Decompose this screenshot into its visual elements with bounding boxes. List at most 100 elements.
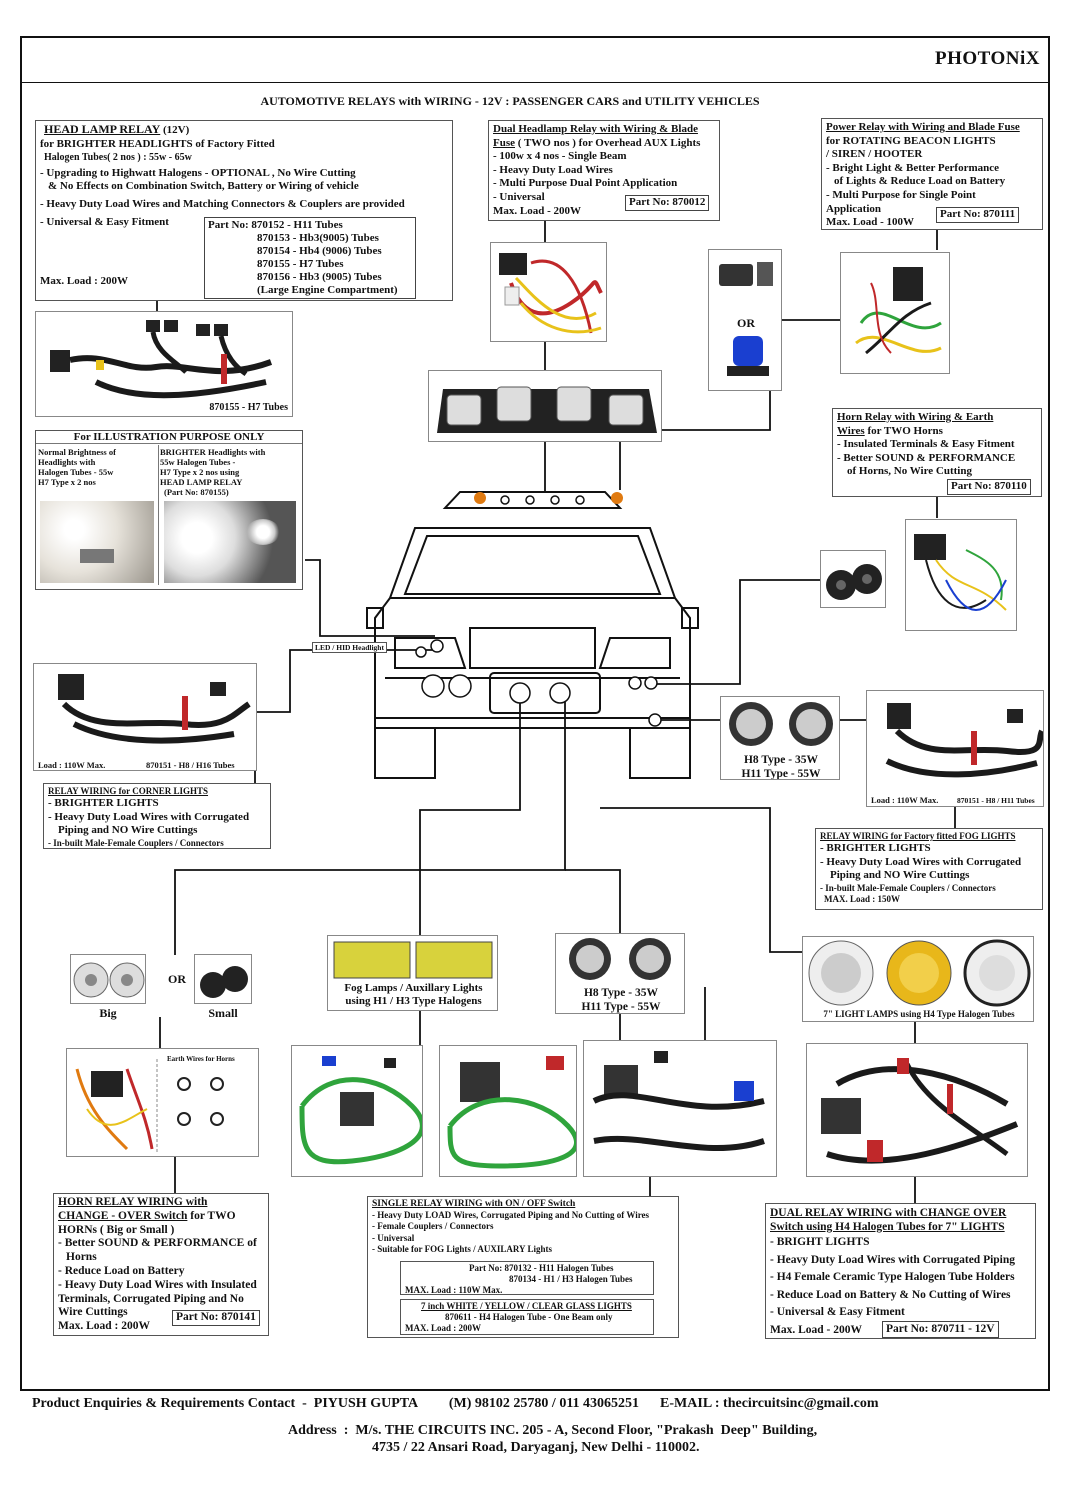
- horn-wiring-max-load: Max. Load : 200W: [58, 1320, 150, 1332]
- headlamp-line4: & No Effects on Combination Switch, Batt…: [48, 180, 359, 193]
- horn-relay-part: Part No: 870110: [947, 479, 1031, 495]
- headlamp-line3: - Upgrading to Highwatt Halogens - OPTIO…: [40, 166, 356, 179]
- headlamp-line6: - Universal & Easy Fitment: [40, 215, 169, 228]
- dual-relay-line-0: - BRIGHT LIGHTS: [770, 1236, 870, 1248]
- horn-wiring-part: Part No: 870141: [172, 1310, 260, 1326]
- illustration-right-1: 55w Halogen Tubes -: [160, 457, 236, 467]
- fog-lamps-caption: Fog Lamps / Auxillary Lights using H1 / …: [328, 982, 497, 1008]
- headlamp-part-0: Part No: 870152 - H11 Tubes: [208, 219, 343, 231]
- horn-wiring-heading2-rest: for TWO: [190, 1209, 236, 1222]
- corner-harness-illustration: [58, 674, 251, 744]
- dual-headlamp-part: Part No: 870012: [625, 195, 710, 211]
- horn-wiring-line-3: - Reduce Load on Battery: [58, 1264, 185, 1277]
- headlamp-heading: HEAD LAMP RELAY: [44, 122, 161, 136]
- fog-lamps-caption-0: Fog Lamps / Auxillary Lights: [344, 982, 483, 994]
- fog-lamp-pair-image-2: H8 Type - 35W H11 Type - 55W: [555, 933, 685, 1014]
- horn-wiring-line-2: Horns: [66, 1251, 97, 1264]
- big-horn-illustration: [73, 962, 145, 998]
- horn-wiring-image: Earth Wires for Horns: [66, 1048, 259, 1157]
- fog-lamps-caption-1: using H1 / H3 Type Halogens: [345, 995, 482, 1007]
- fog-type2-line1: H8 Type - 35W: [583, 987, 658, 999]
- horn-relay-line-0: - Insulated Terminals & Easy Fitment: [837, 438, 1015, 451]
- single-relay-heading: SINGLE RELAY WIRING with ON / OFF Switch: [372, 1199, 576, 1209]
- big-horn-image: [70, 954, 146, 1004]
- small-horn-illustration: [200, 966, 248, 998]
- headlamp-part-3: 870155 - H7 Tubes: [257, 258, 344, 270]
- power-relay-part: Part No: 870111: [936, 207, 1020, 223]
- headlamp-max-load: Max. Load : 200W: [40, 275, 128, 287]
- power-relay-line-1: / SIREN / HOOTER: [826, 148, 923, 161]
- seven-inch-sub-max: MAX. Load : 200W: [405, 1323, 481, 1334]
- horn-wiring-heading1: HORN RELAY WIRING with: [58, 1196, 208, 1208]
- corner-harness-image: Load : 110W Max. 870151 - H8 / H16 Tubes: [33, 663, 257, 771]
- dual-headlamp-max-load: Max. Load - 200W: [493, 204, 581, 217]
- horn-relay-line-2: of Horns, No Wire Cutting: [847, 465, 972, 478]
- seven-inch-sub-heading: 7 inch WHITE / YELLOW / CLEAR GLASS LIGH…: [421, 1301, 632, 1311]
- factory-fog-line-3: - In-built Male-Female Couplers / Connec…: [820, 882, 996, 893]
- power-relay-line-5: Application: [826, 202, 882, 215]
- fog-type2-line2: H11 Type - 55W: [581, 1001, 661, 1013]
- footer-contact: Product Enquiries & Requirements Contact…: [32, 1396, 879, 1411]
- footer-address: Address : M/s. THE CIRCUITS INC. 205 - A…: [288, 1422, 817, 1456]
- fog-type-line2: H11 Type - 55W: [741, 768, 821, 780]
- dual-headlamp-box: Dual Headlamp Relay with Wiring & Blade …: [488, 120, 720, 221]
- single-relay-parts-box: Part No: 870132 - H11 Halogen Tubes 8701…: [400, 1261, 654, 1295]
- siren-beacon-illustration: [719, 262, 773, 376]
- dual-relay-wiring-illustration: [821, 1058, 1019, 1164]
- illustration-right-4: (Part No: 870155): [164, 487, 229, 497]
- horn-wiring-line-6: Wire Cuttings: [58, 1306, 128, 1319]
- factory-fog-load: Load : 110W Max.: [871, 795, 939, 805]
- dual-relay-heading2: Switch using H4 Halogen Tubes for 7" LIG…: [770, 1221, 1005, 1233]
- factory-fog-harness-image: Load : 110W Max. 870151 - H8 / H11 Tubes: [866, 690, 1044, 807]
- illustration-left-3: H7 Type x 2 nos: [38, 477, 96, 487]
- corner-line-3: - In-built Male-Female Couplers / Connec…: [48, 837, 224, 848]
- horn-relay-heading1: Horn Relay with Wiring & Earth: [837, 411, 994, 423]
- corner-line-1: - Heavy Duty Load Wires with Corrugated: [48, 810, 250, 823]
- light-bar-image: [428, 370, 662, 442]
- headlamp-harness-image: 870155 - H7 Tubes: [35, 311, 293, 417]
- corner-line-0: - BRIGHTER LIGHTS: [48, 797, 159, 809]
- headlamp-line1: for BRIGHTER HEADLIGHTS of Factory Fitte…: [40, 137, 275, 150]
- fog-types2-caption: H8 Type - 35W H11 Type - 55W: [556, 986, 684, 1013]
- corner-line-2: Piping and NO Wire Cuttings: [58, 824, 198, 836]
- dual-relay-line-2: - H4 Female Ceramic Type Halogen Tube Ho…: [770, 1271, 1015, 1283]
- dual-relay-max-load: Max. Load - 200W: [770, 1324, 862, 1336]
- power-relay-heading: Power Relay with Wiring and Blade Fuse: [826, 121, 1020, 133]
- single-relay-image-2: [439, 1045, 577, 1177]
- horns-illustration: [826, 564, 882, 600]
- single-relay-max-load: MAX. Load : 110W Max.: [405, 1285, 503, 1296]
- small-label: Small: [208, 1006, 238, 1020]
- headlamp-part-2: 870154 - Hb4 (9006) Tubes: [257, 245, 382, 257]
- horn-wiring-line-1: - Better SOUND & PERFORMANCE of: [58, 1237, 257, 1250]
- harness-illustration: [50, 320, 273, 399]
- seven-inch-lamps-illustration: [808, 939, 1031, 1007]
- headlamp-part-4: 870156 - Hb3 (9005) Tubes: [257, 271, 382, 283]
- dual-headlamp-item-3: - Universal: [493, 190, 545, 203]
- earth-wires-label: Earth Wires for Horns: [167, 1055, 235, 1063]
- horns-image: [820, 550, 886, 608]
- illustration-left-1: Headlights with: [38, 457, 96, 467]
- single-relay-line-3: - Suitable for FOG Lights / AUXILARY Lig…: [372, 1243, 552, 1254]
- headlamp-part-1: 870153 - Hb3(9005) Tubes: [257, 232, 379, 244]
- headlamp-image-caption: 870155 - H7 Tubes: [209, 402, 288, 413]
- headlamp-relay-box: HEAD LAMP RELAY (12V) for BRIGHTER HEADL…: [35, 120, 453, 301]
- illustration-heading: For ILLUSTRATION PURPOSE ONLY: [36, 431, 302, 444]
- page-frame: [20, 36, 1050, 1391]
- illustration-left-0: Normal Brightness of: [38, 447, 116, 457]
- led-hid-label: LED / HID Headlight: [312, 642, 387, 653]
- siren-beacon-image: OR: [708, 249, 782, 391]
- factory-fog-illustration: [885, 703, 1043, 778]
- factory-fog-heading: RELAY WIRING for Factory fitted FOG LIGH…: [820, 831, 1016, 841]
- fog-types-caption: H8 Type - 35W H11 Type - 55W: [721, 753, 839, 780]
- factory-fog-line-2: Piping and NO Wire Cuttings: [830, 869, 970, 881]
- power-relay-line-4: - Multi Purpose for Single Point: [826, 188, 976, 201]
- dual-headlamp-item-1: - Heavy Duty Load Wires: [493, 163, 613, 176]
- seven-inch-caption: 7" LIGHT LAMPS using H4 Type Halogen Tub…: [823, 1009, 1015, 1019]
- single-relay-line-1: - Female Couplers / Connectors: [372, 1221, 494, 1232]
- single-relay-line-2: - Universal: [372, 1232, 415, 1243]
- horn-relay-line-1: - Better SOUND & PERFORMANCE: [837, 451, 1016, 464]
- single-relay-image-1: [291, 1045, 423, 1177]
- single-relay-line-0: - Heavy Duty LOAD Wires, Corrugated Pipi…: [372, 1210, 650, 1221]
- horn-wiring-illustration: [914, 534, 1007, 611]
